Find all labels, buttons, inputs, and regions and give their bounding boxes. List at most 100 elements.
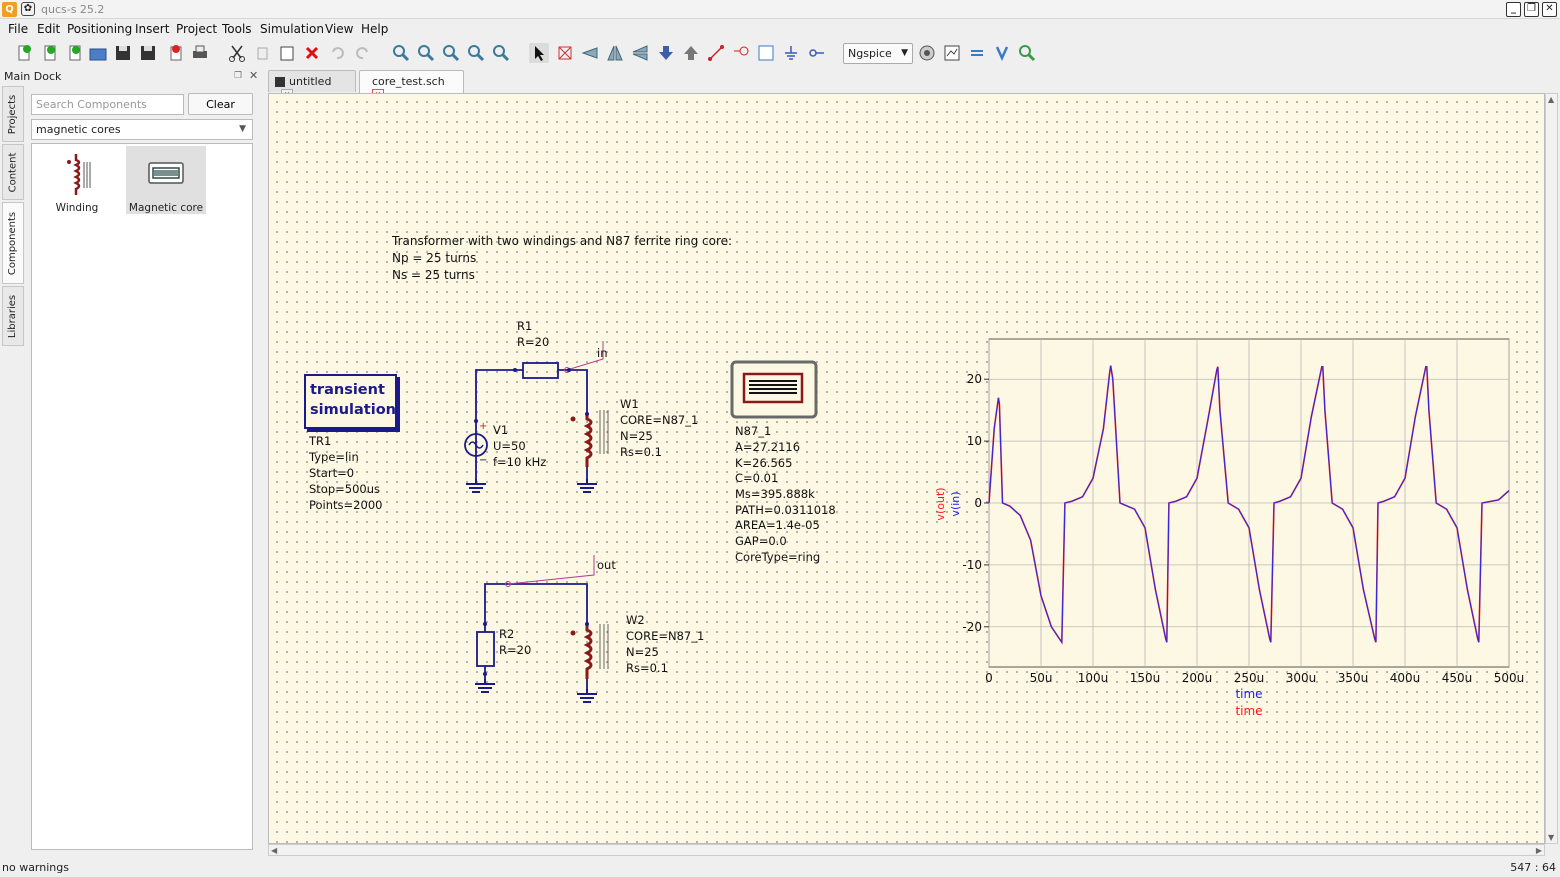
menu-positioning[interactable]: Positioning bbox=[67, 22, 133, 36]
y-tick-label: -10 bbox=[962, 558, 982, 572]
component-winding[interactable]: Winding bbox=[37, 146, 117, 214]
mirror-y-icon[interactable] bbox=[630, 43, 650, 63]
simulate-icon[interactable] bbox=[917, 43, 937, 63]
tab-core-test[interactable]: core_test.sch✕ bbox=[359, 70, 464, 101]
scroll-left-icon[interactable]: ◀ bbox=[271, 846, 278, 855]
clear-button[interactable]: Clear bbox=[188, 93, 253, 115]
status-message: no warnings bbox=[2, 861, 69, 874]
redo-icon[interactable] bbox=[353, 43, 373, 63]
x-tick-label: 100u bbox=[1078, 671, 1109, 685]
scroll-down-icon[interactable]: ▼ bbox=[1548, 833, 1555, 842]
menu-insert[interactable]: Insert bbox=[135, 22, 170, 36]
vertical-scrollbar[interactable]: ▲ ▼ bbox=[1545, 93, 1558, 844]
new-symbol-icon[interactable] bbox=[65, 43, 85, 63]
tab-components[interactable]: Components bbox=[2, 202, 24, 284]
rotate-icon[interactable] bbox=[580, 43, 600, 63]
zoom-normal-icon[interactable] bbox=[441, 43, 461, 63]
undo-icon[interactable] bbox=[327, 43, 347, 63]
category-select[interactable]: magnetic cores▼ bbox=[31, 119, 253, 140]
component-label: Winding bbox=[55, 202, 99, 214]
menu-simulation[interactable]: Simulation bbox=[260, 22, 324, 36]
mirror-x-icon[interactable] bbox=[605, 43, 625, 63]
zoom-in-icon[interactable] bbox=[466, 43, 486, 63]
scroll-up-icon[interactable]: ▲ bbox=[1548, 95, 1555, 104]
save-icon[interactable] bbox=[113, 43, 133, 63]
y-axis-label-vout: v(out) bbox=[934, 487, 947, 520]
restore-icon[interactable]: ❐ bbox=[1524, 2, 1539, 17]
port-icon[interactable] bbox=[807, 43, 827, 63]
node-label-out: out bbox=[597, 558, 616, 572]
zoom-fit-icon[interactable] bbox=[391, 43, 411, 63]
menu-project[interactable]: Project bbox=[176, 22, 218, 36]
menu-view[interactable]: View bbox=[325, 22, 354, 36]
tab-untitled[interactable]: untitled✕ bbox=[268, 70, 356, 101]
print-icon[interactable] bbox=[190, 43, 210, 63]
delete-icon[interactable] bbox=[302, 43, 322, 63]
view-data-icon[interactable] bbox=[942, 43, 962, 63]
component-magnetic-core[interactable]: Magnetic core bbox=[126, 146, 206, 214]
x-tick-label: 0 bbox=[985, 671, 993, 685]
r1-name: R1 bbox=[517, 319, 533, 333]
minimize-icon[interactable]: _ bbox=[1506, 2, 1521, 17]
tab-content[interactable]: Content bbox=[2, 144, 24, 200]
plot-series bbox=[988, 365, 1510, 645]
tuning-icon[interactable] bbox=[992, 43, 1012, 63]
sim-param-start: Start=0 bbox=[309, 466, 355, 480]
cut-icon[interactable] bbox=[227, 43, 247, 63]
note-line-1: Transformer with two windings and N87 fe… bbox=[392, 234, 733, 248]
dock-float-icon[interactable]: ❐ bbox=[234, 71, 243, 81]
menu-file[interactable]: File bbox=[8, 22, 29, 36]
note-line-2: Np = 25 turns bbox=[392, 251, 477, 265]
v1-name: V1 bbox=[493, 423, 509, 437]
app-logo-icon: Q bbox=[2, 2, 17, 17]
pop-out-icon[interactable] bbox=[681, 43, 701, 63]
wire-icon[interactable] bbox=[706, 43, 726, 63]
schematic-canvas[interactable]: Transformer with two windings and N87 fe… bbox=[268, 93, 1545, 844]
copy-icon[interactable] bbox=[252, 43, 272, 63]
ground-icon[interactable] bbox=[781, 43, 801, 63]
menu-tools[interactable]: Tools bbox=[222, 22, 252, 36]
dock-close-icon[interactable]: ✕ bbox=[249, 69, 259, 82]
menu-edit[interactable]: Edit bbox=[37, 22, 61, 36]
wire-label-icon[interactable] bbox=[731, 43, 751, 63]
y-tick-label: 20 bbox=[967, 372, 982, 386]
search-components-input[interactable] bbox=[31, 94, 184, 115]
transient-simulation-block[interactable]: transient simulation bbox=[304, 374, 397, 429]
y-tick-label: 0 bbox=[974, 496, 982, 510]
simulator-select[interactable]: Ngspice▼ bbox=[843, 43, 913, 64]
new-text-icon[interactable] bbox=[40, 43, 60, 63]
winding-icon bbox=[67, 154, 91, 195]
dock-side-tabs: Projects Content Components Libraries bbox=[2, 86, 24, 856]
zoom-out-icon[interactable] bbox=[491, 43, 511, 63]
menu-help[interactable]: Help bbox=[361, 22, 389, 36]
close-file-icon[interactable] bbox=[166, 43, 186, 63]
component-list: Winding Magnetic core bbox=[31, 143, 253, 850]
optimize-icon[interactable] bbox=[1017, 43, 1037, 63]
paste-icon[interactable] bbox=[277, 43, 297, 63]
deactivate-icon[interactable] bbox=[555, 43, 575, 63]
zoom-selection-icon[interactable] bbox=[416, 43, 436, 63]
tab-libraries[interactable]: Libraries bbox=[2, 286, 24, 346]
save-all-icon[interactable] bbox=[138, 43, 158, 63]
x-axis-label-time-2: time bbox=[1235, 704, 1262, 718]
window-menu-icon[interactable]: ✿ bbox=[21, 2, 35, 16]
set-marker-icon[interactable] bbox=[967, 43, 987, 63]
node-label-in: in bbox=[597, 346, 608, 360]
tab-projects[interactable]: Projects bbox=[2, 86, 24, 142]
select-tool-icon[interactable] bbox=[529, 43, 549, 63]
r2-value: R=20 bbox=[499, 643, 532, 657]
horizontal-scrollbar[interactable]: ◀ ▶ bbox=[268, 844, 1545, 856]
go-into-subcircuit-icon[interactable] bbox=[656, 43, 676, 63]
scroll-right-icon[interactable]: ▶ bbox=[1535, 846, 1542, 855]
open-file-icon[interactable] bbox=[88, 43, 108, 63]
new-file-icon[interactable] bbox=[14, 43, 34, 63]
cursor-position: 547 : 64 bbox=[1510, 861, 1556, 874]
equation-icon[interactable] bbox=[756, 43, 776, 63]
w1-rs: Rs=0.1 bbox=[620, 445, 662, 459]
core-path: PATH=0.0311018 bbox=[735, 503, 836, 517]
core-ms: Ms=395.888k bbox=[735, 487, 815, 501]
close-window-icon[interactable]: ✕ bbox=[1542, 2, 1557, 17]
v1-voltage: U=50 bbox=[493, 439, 526, 453]
note-line-3: Ns = 25 turns bbox=[392, 268, 475, 282]
